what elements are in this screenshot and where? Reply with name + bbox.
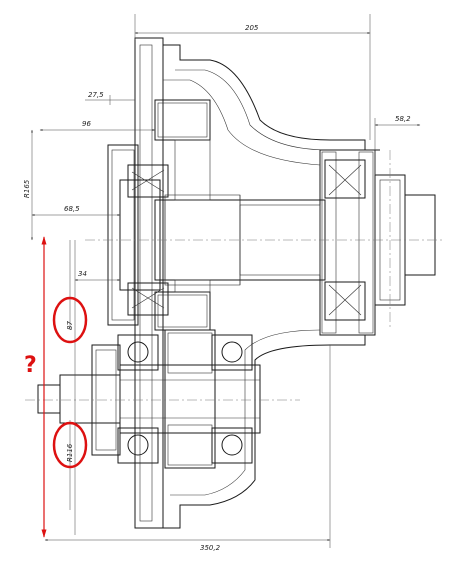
bearing-left-upper	[127, 164, 169, 198]
dim-205: 205	[245, 24, 259, 32]
ball-bearing-left	[117, 334, 159, 464]
dim-58-2: 58,2	[395, 115, 411, 123]
bearing-left-lower	[127, 282, 169, 316]
highlight-circle-r116	[52, 421, 88, 469]
left-cover	[107, 144, 161, 326]
highlight-circle-87	[52, 296, 88, 344]
dim-350-2: 350,2	[200, 544, 221, 552]
dim-27-5: 27,5	[88, 91, 104, 99]
dim-r116: R116	[66, 443, 74, 462]
bearing-right-upper	[324, 159, 366, 199]
center-lines	[25, 150, 445, 401]
dimension-texts: 205 27,5 96 58,2 R165 68,5 34 87 R116 35…	[23, 24, 411, 552]
ball-bearing-right	[211, 334, 253, 464]
bearing-right-lower	[324, 281, 366, 321]
dim-68-5: 68,5	[64, 205, 80, 213]
red-annotations: ?	[24, 236, 88, 538]
question-mark: ?	[24, 353, 37, 378]
dim-96: 96	[82, 120, 91, 128]
dim-r165: R165	[23, 179, 31, 198]
dim-34: 34	[78, 270, 87, 278]
main-gear	[154, 99, 211, 331]
dim-87: 87	[66, 321, 74, 330]
dimension-lines	[31, 14, 421, 548]
